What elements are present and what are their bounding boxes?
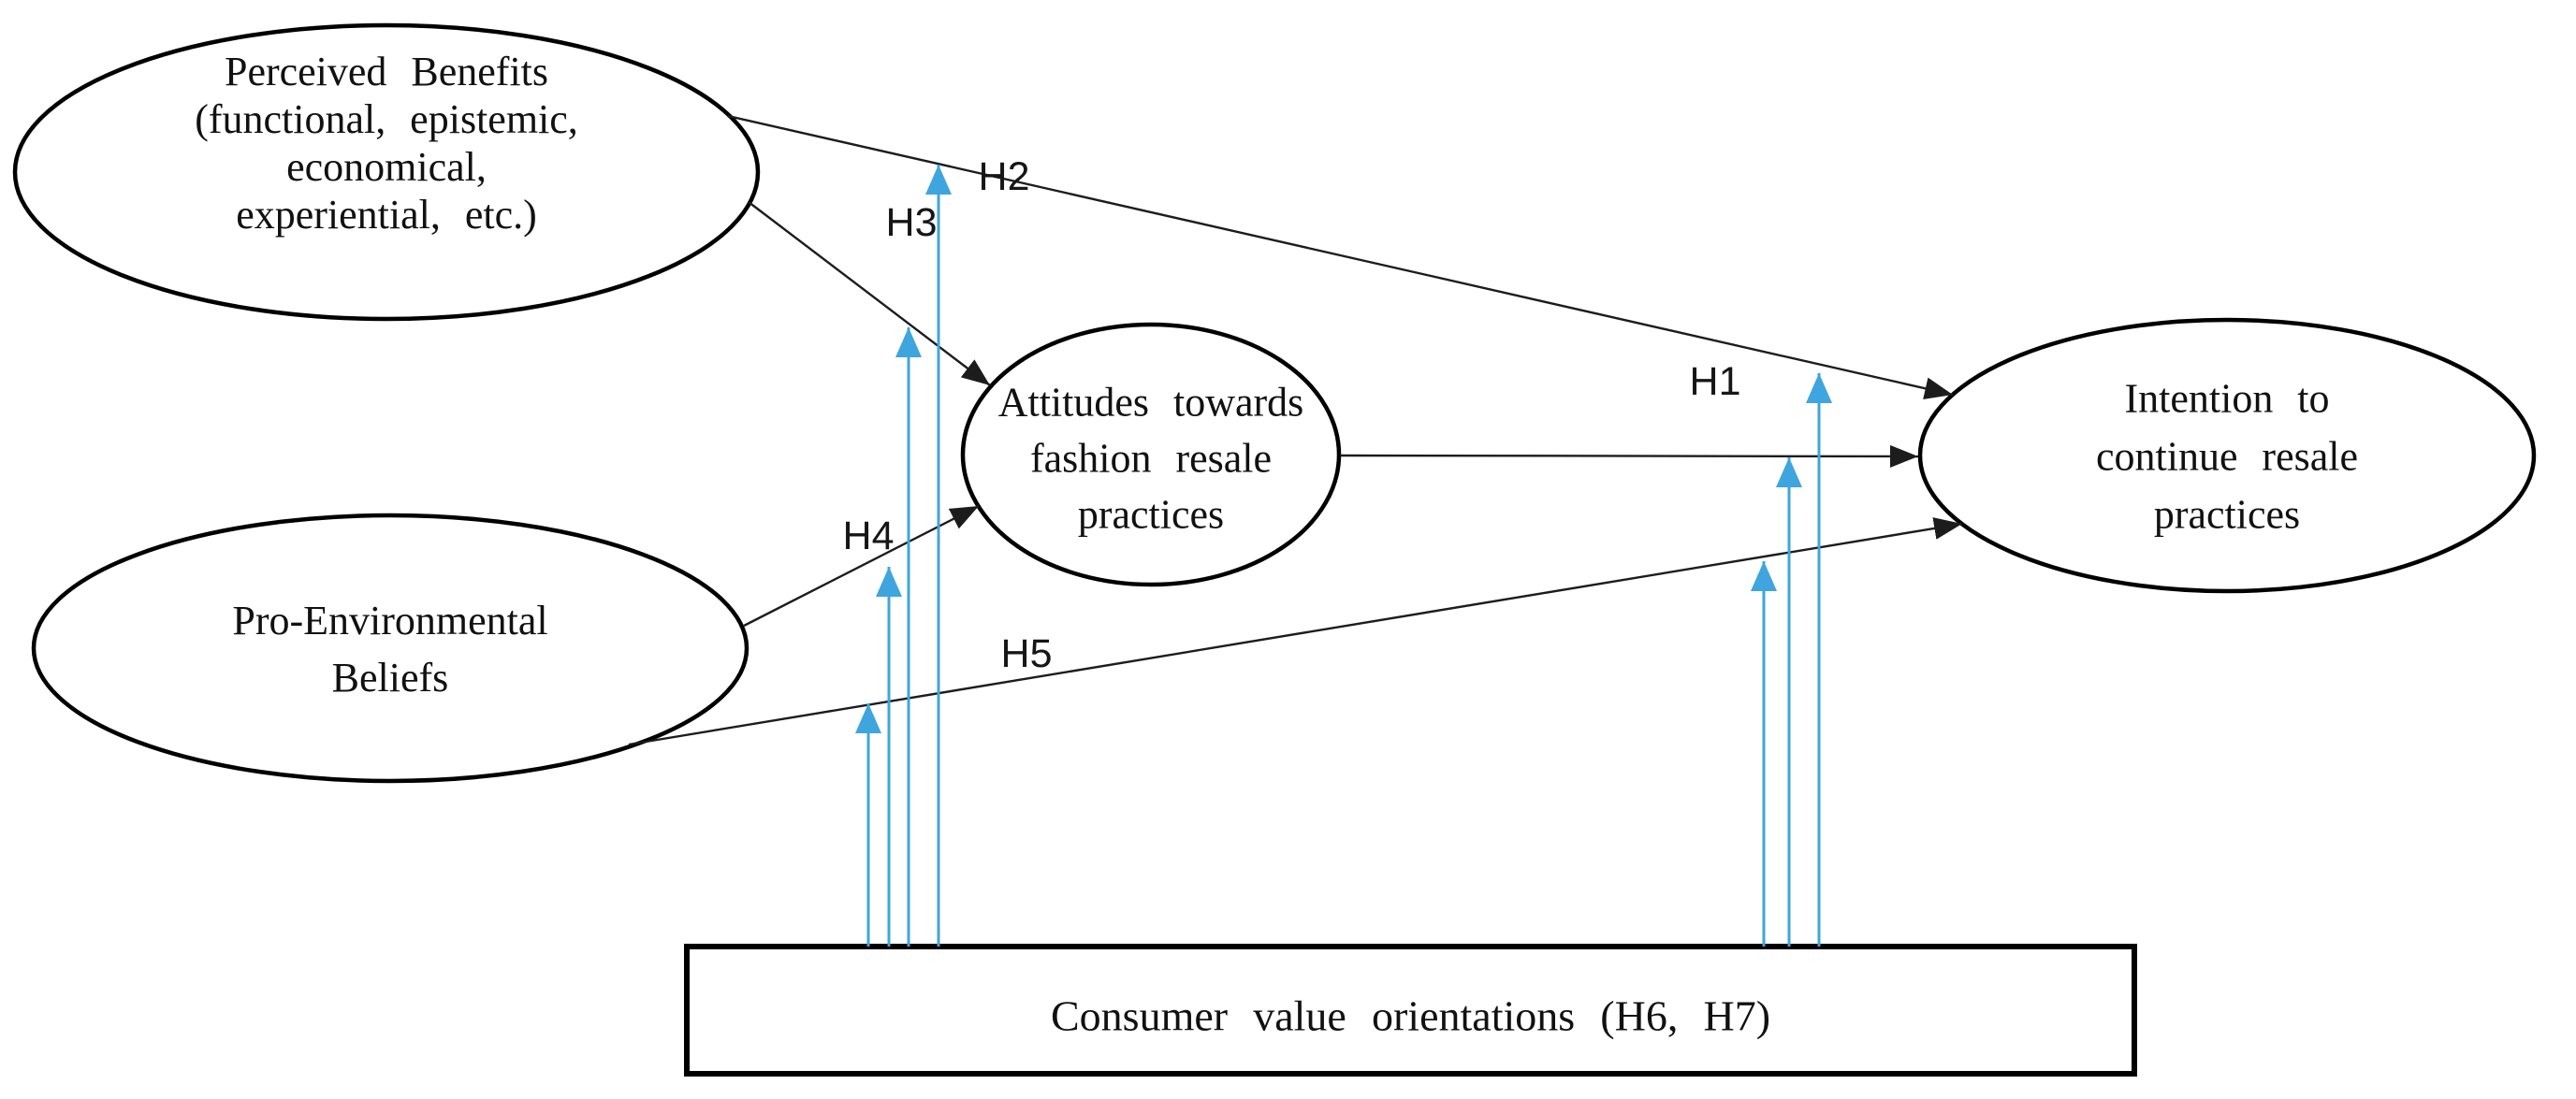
hypothesis-arrow-H3 — [748, 201, 991, 386]
node-label-attitudes-fashion-resale: fashion resale — [1030, 436, 1272, 482]
node-consumer-value-orientations — [684, 944, 2137, 1077]
hypothesis-label-H3: H3 — [886, 200, 938, 245]
node-label-attitudes-fashion-resale: practices — [1078, 492, 1224, 538]
moderation-arrows-layer — [855, 165, 1832, 947]
hypothesis-arrow-H5 — [628, 517, 1963, 746]
node-perceived-benefits — [12, 22, 761, 322]
hypothesis-arrows-layer — [628, 114, 1963, 746]
node-attitudes-fashion-resale — [960, 322, 1342, 587]
hypothesis-label-H2: H2 — [979, 154, 1030, 199]
node-label-intention-continue-resale: Intention to — [2124, 376, 2329, 422]
node-label-consumer-value-orientations: Consumer value orientations (H6, H7) — [1051, 992, 1770, 1040]
node-label-perceived-benefits: (functional, epistemic, — [195, 96, 578, 142]
node-label-perceived-benefits: experiential, etc.) — [236, 192, 537, 238]
hypothesis-label-H5: H5 — [1001, 631, 1053, 676]
node-intention-continue-resale — [1917, 317, 2537, 594]
node-label-pro-environmental-beliefs: Pro-Environmental — [232, 598, 547, 643]
hypothesis-label-H1: H1 — [1690, 359, 1741, 404]
node-label-intention-continue-resale: practices — [2154, 492, 2300, 538]
node-label-perceived-benefits: economical, — [286, 144, 487, 190]
hypothesis-label-H4: H4 — [843, 513, 895, 558]
node-label-pro-environmental-beliefs: Beliefs — [332, 655, 449, 701]
node-label-attitudes-fashion-resale: Attitudes towards — [998, 380, 1304, 426]
node-pro-environmental-beliefs — [31, 513, 750, 784]
nodes-layer: Perceived Benefits(functional, epistemic… — [12, 22, 2537, 1077]
hypothesis-arrow-H2 — [727, 114, 1954, 400]
node-label-intention-continue-resale: continue resale — [2096, 434, 2358, 480]
node-label-perceived-benefits: Perceived Benefits — [225, 49, 548, 94]
